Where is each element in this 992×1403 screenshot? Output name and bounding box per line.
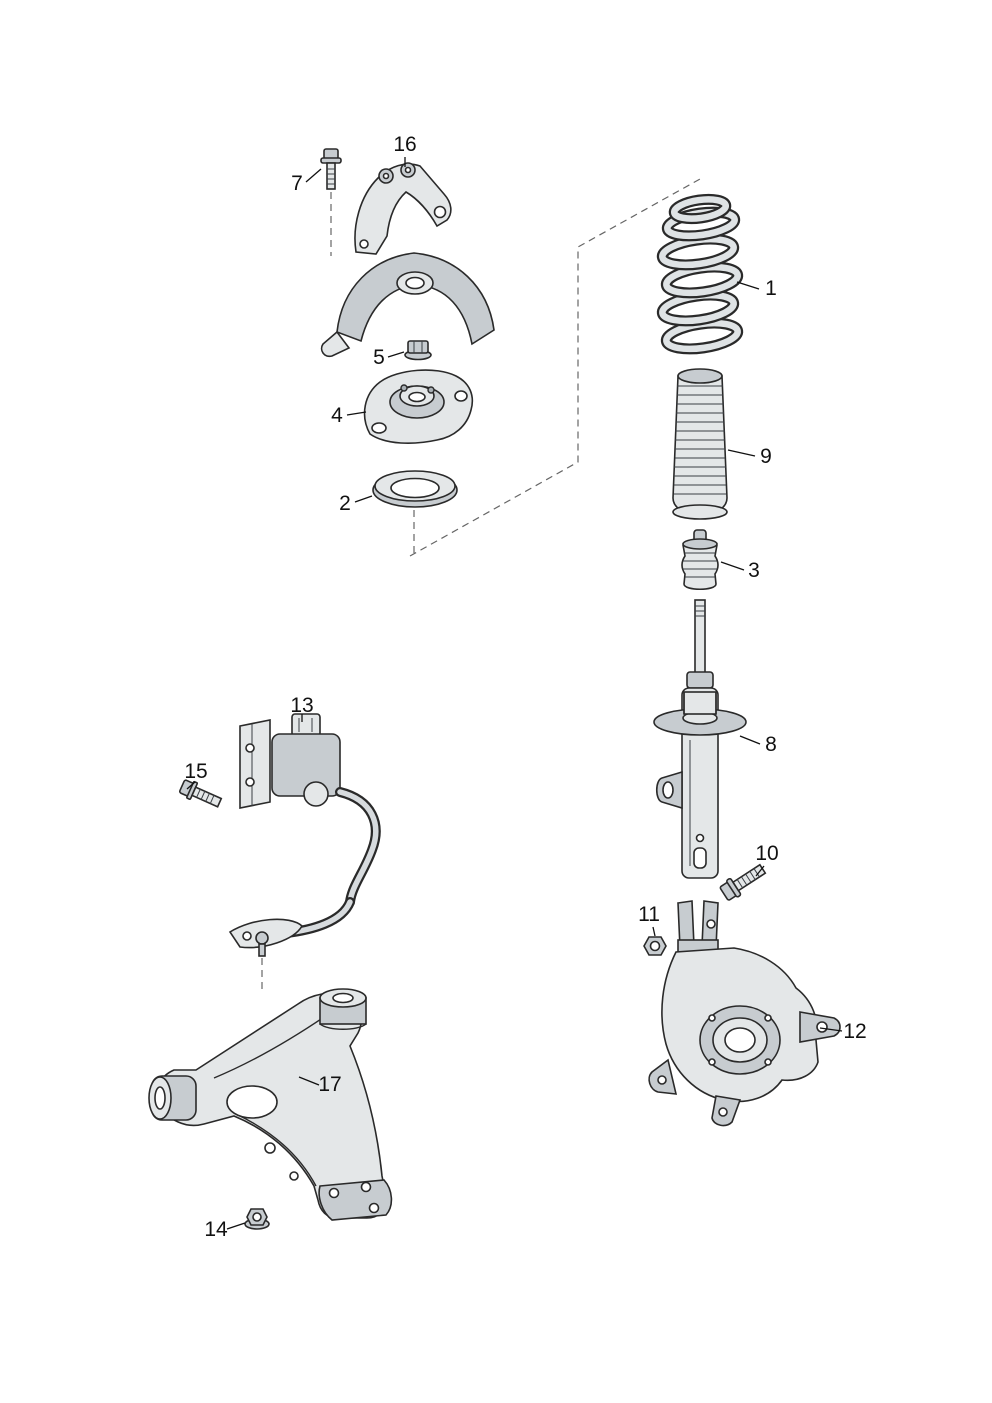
alignment-dashed-lines bbox=[261, 178, 701, 990]
callout-14[interactable]: 14 bbox=[204, 1218, 246, 1241]
callout-8[interactable]: 8 bbox=[739, 733, 777, 756]
cover-plate bbox=[320, 252, 495, 358]
svg-text:16: 16 bbox=[393, 133, 416, 156]
callout-12[interactable]: 12 bbox=[819, 1020, 867, 1043]
svg-text:5: 5 bbox=[373, 346, 385, 369]
callout-4[interactable]: 4 bbox=[331, 404, 367, 427]
shock-absorber-strut-8 bbox=[653, 599, 747, 879]
svg-text:4: 4 bbox=[331, 404, 343, 427]
callout-9[interactable]: 9 bbox=[727, 445, 772, 468]
callout-5[interactable]: 5 bbox=[373, 346, 405, 369]
callout-3[interactable]: 3 bbox=[720, 559, 760, 582]
svg-text:14: 14 bbox=[204, 1218, 228, 1241]
callout-1[interactable]: 1 bbox=[736, 277, 777, 300]
callout-2[interactable]: 2 bbox=[339, 492, 373, 515]
callouts: 1 2 3 4 5 7 8 9 bbox=[184, 133, 866, 1241]
svg-text:3: 3 bbox=[748, 559, 760, 582]
svg-text:10: 10 bbox=[755, 842, 778, 865]
strut-top-mount-4 bbox=[363, 369, 474, 444]
svg-text:17: 17 bbox=[318, 1073, 341, 1096]
hex-nut-11 bbox=[643, 936, 667, 956]
bracket-16 bbox=[354, 162, 452, 255]
hex-bolt-10 bbox=[719, 863, 767, 901]
svg-text:13: 13 bbox=[290, 694, 313, 717]
callout-10[interactable]: 10 bbox=[755, 842, 779, 877]
callout-17[interactable]: 17 bbox=[298, 1073, 342, 1096]
callout-16[interactable]: 16 bbox=[393, 133, 417, 167]
coil-spring-1 bbox=[656, 193, 744, 355]
hex-bolt-15 bbox=[178, 779, 223, 808]
svg-text:11: 11 bbox=[638, 903, 660, 926]
callout-13[interactable]: 13 bbox=[290, 694, 314, 722]
svg-text:12: 12 bbox=[843, 1020, 866, 1043]
svg-text:7: 7 bbox=[291, 172, 303, 195]
svg-text:2: 2 bbox=[339, 492, 351, 515]
control-arm-17 bbox=[148, 988, 393, 1221]
svg-text:8: 8 bbox=[765, 733, 777, 756]
svg-text:15: 15 bbox=[184, 760, 207, 783]
callout-11[interactable]: 11 bbox=[638, 903, 660, 937]
spring-seat-bearing-2 bbox=[372, 470, 458, 508]
hex-flange-nut-5 bbox=[404, 340, 432, 361]
callout-15[interactable]: 15 bbox=[184, 760, 208, 790]
level-sensor-13 bbox=[228, 713, 381, 957]
callout-7[interactable]: 7 bbox=[291, 168, 322, 195]
svg-text:9: 9 bbox=[760, 445, 772, 468]
bump-stop-3 bbox=[681, 529, 719, 591]
hex-nut-14 bbox=[244, 1208, 270, 1230]
protective-boot-9 bbox=[672, 368, 728, 520]
hex-bolt-7 bbox=[320, 148, 342, 190]
steering-knuckle-12 bbox=[648, 900, 841, 1127]
svg-text:1: 1 bbox=[765, 277, 777, 300]
